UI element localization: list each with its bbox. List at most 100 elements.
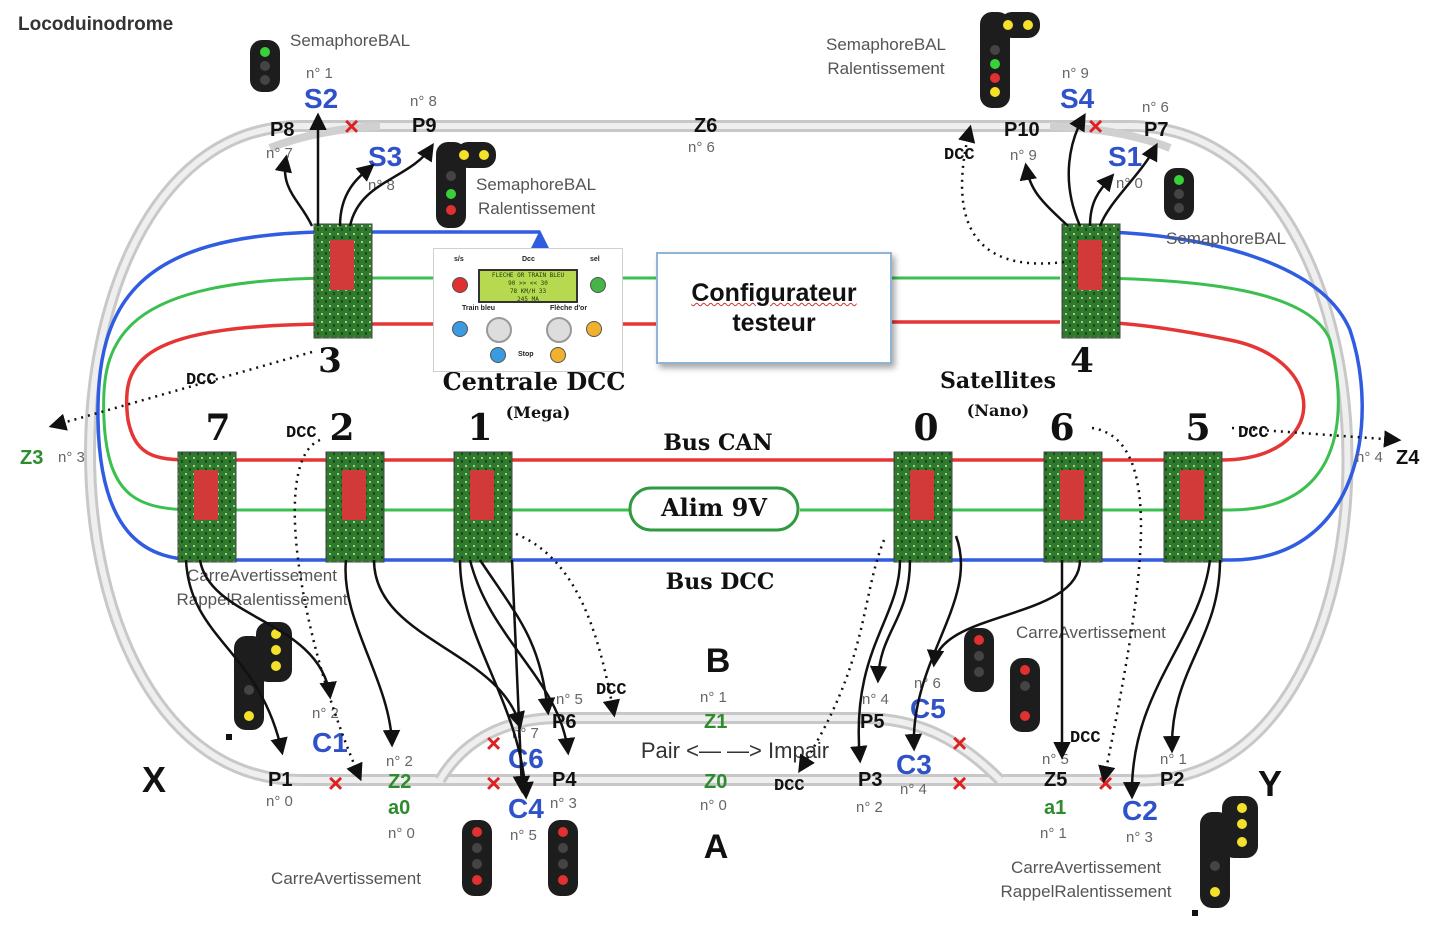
lcd-line: FLECHE OR TRAIN BLEU: [491, 272, 565, 279]
side-a: A: [704, 828, 729, 866]
configurator-title: Configurateur: [691, 279, 857, 307]
zone-z5: Z5: [1044, 769, 1067, 791]
turnout-mark-icon: ×: [1088, 111, 1103, 141]
sensor-p1: P1: [268, 769, 292, 791]
sensor-p2: P2: [1160, 769, 1184, 791]
sel-button[interactable]: [590, 277, 606, 293]
sensor-p5: P5: [860, 711, 884, 733]
sensor-p4: P4: [552, 769, 577, 791]
zone-num: n° 0: [700, 797, 727, 814]
dcc-label: DCC: [596, 681, 627, 700]
signal-num: n° 5: [510, 827, 537, 844]
signal-num: n° 1: [306, 65, 333, 82]
signal-caption: Ralentissement: [827, 59, 944, 78]
zone-num: n° 1: [700, 689, 727, 706]
direction-label: Pair <— —> Impair: [641, 738, 829, 763]
satellite-board-0: [893, 451, 953, 563]
sensor-p8: P8: [270, 119, 294, 141]
sensor-p10: P10: [1004, 119, 1040, 141]
turnout-num: n° 0: [388, 825, 415, 842]
signal-id-s2: S2: [304, 83, 338, 114]
ss-button[interactable]: [452, 277, 468, 293]
sensor-num: n° 2: [856, 799, 883, 816]
signal-id-c6: C6: [508, 743, 544, 774]
stop-label: Stop: [518, 351, 534, 358]
arrow: [184, 559, 288, 756]
stop-left-button[interactable]: [490, 347, 506, 363]
semaphore-ralentissement-icon: [436, 142, 496, 228]
sensor-num: n° 1: [1160, 751, 1187, 768]
satellite-number: 2: [329, 407, 354, 449]
train-bleu-button[interactable]: [452, 321, 468, 337]
satellite-number: 1: [467, 407, 492, 449]
carre-avertissement-icon: [462, 820, 492, 896]
zone-num: n° 6: [688, 139, 715, 156]
semaphore-bal-icon: [1164, 168, 1194, 220]
dcc-link: [1091, 426, 1143, 784]
central-subtitle: (Mega): [506, 403, 571, 422]
panel-dcc-label: Dcc: [522, 256, 535, 263]
signal-num: n° 2: [312, 705, 339, 722]
fleche-or-button[interactable]: [586, 321, 602, 337]
turnout-mark-icon: ×: [344, 111, 359, 141]
signal-caption: Ralentissement: [478, 199, 595, 218]
side-b: B: [706, 642, 731, 680]
turnout-mark-icon: ×: [952, 728, 967, 758]
dcc-label: DCC: [286, 424, 317, 443]
dcc-label: DCC: [774, 777, 805, 796]
signal-id-c1: C1: [312, 727, 348, 758]
zone-z3: Z3: [20, 447, 43, 469]
satellites-title: Satellites: [940, 368, 1056, 394]
zone-num: n° 3: [58, 449, 85, 466]
sensor-num: n° 6: [1142, 99, 1169, 116]
side-y: Y: [1258, 763, 1282, 804]
turnout-mark-icon: ×: [486, 728, 501, 758]
satellite-number: 4: [1070, 341, 1094, 381]
side-x: X: [142, 759, 166, 800]
signal-num: n° 9: [1062, 65, 1089, 82]
signal-caption: RappelRalentissement: [1000, 882, 1171, 901]
dcc-label: DCC: [1238, 424, 1269, 443]
sensor-p7: P7: [1144, 119, 1168, 141]
arrow: [1067, 112, 1086, 227]
arrow: [478, 559, 556, 716]
arrow: [198, 559, 337, 700]
signal-caption: CarreAvertissement: [1011, 858, 1161, 877]
zone-num: n° 2: [386, 753, 413, 770]
zone-z6: Z6: [694, 115, 717, 137]
arrow: [344, 559, 401, 748]
turnout-a0: a0: [388, 797, 410, 819]
carre-rappel-icon: [226, 622, 292, 740]
satellite-board-4: [1061, 223, 1121, 339]
stop-right-button[interactable]: [550, 347, 566, 363]
arrow: [869, 559, 912, 684]
fleche-or-knob[interactable]: [546, 317, 572, 343]
semaphore-ralentissement-icon: [980, 12, 1040, 108]
signal-num: n° 6: [914, 675, 941, 692]
signal-caption: SemaphoreBAL: [290, 31, 410, 50]
arrow: [468, 559, 576, 756]
arrow: [338, 163, 375, 227]
zone-num: n° 5: [1042, 751, 1069, 768]
turnout-a1: a1: [1044, 797, 1066, 819]
train-bleu-label: Train bleu: [462, 305, 496, 312]
arrow: [348, 143, 434, 227]
arrow: [850, 559, 902, 764]
signal-caption: RappelRalentissement: [176, 590, 347, 609]
lcd-line: 78 KM/H 33: [509, 288, 547, 295]
arrow: [1088, 173, 1115, 227]
sensor-num: n° 8: [410, 93, 437, 110]
arrow: [904, 535, 963, 752]
satellite-board-2: [325, 451, 385, 563]
lcd-line: 90 >> << 30: [508, 280, 548, 287]
arrow: [1019, 162, 1069, 227]
turnout-marks: × × × × × × × ×: [328, 111, 1113, 798]
signal-id-s4: S4: [1060, 83, 1095, 114]
page-title: Locoduinodrome: [18, 14, 173, 35]
dcc-link: [48, 350, 313, 431]
turnout-mark-icon: ×: [1098, 768, 1113, 798]
arrow: [1162, 559, 1222, 754]
signal-id-c2: C2: [1122, 795, 1158, 826]
train-bleu-knob[interactable]: [486, 317, 512, 343]
sensor-num: n° 5: [556, 691, 583, 708]
